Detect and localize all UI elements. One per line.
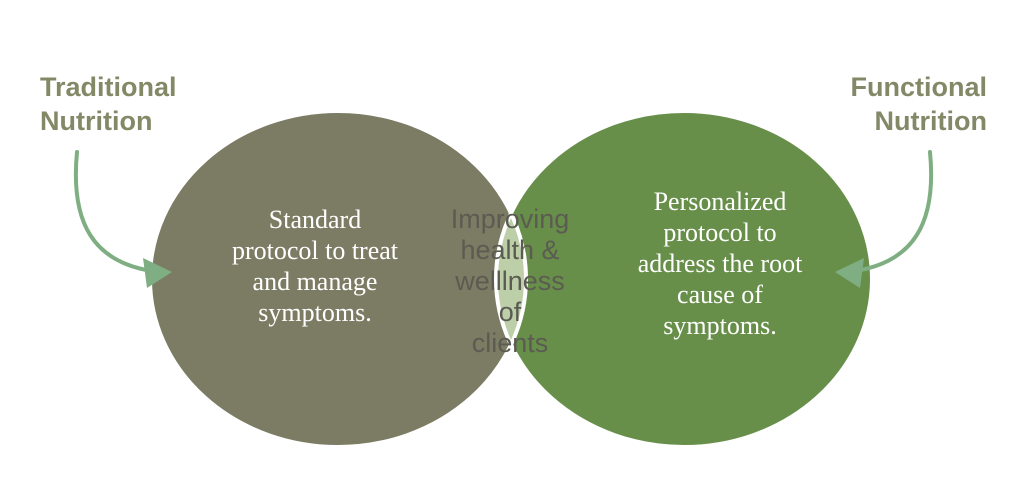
functional-desc-line-1: Personalized [653, 187, 787, 216]
traditional-circle [150, 111, 526, 447]
overlap-line-3: welllness [455, 266, 565, 296]
traditional-desc-line-4: symptoms. [258, 298, 372, 327]
traditional-description: Standard protocol to treat and manage sy… [200, 204, 430, 328]
functional-description: Personalized protocol to address the roo… [605, 186, 835, 341]
functional-desc-line-4: cause of [677, 280, 763, 309]
overlap-line-2: health & [460, 235, 560, 265]
functional-desc-line-3: address the root [637, 249, 803, 278]
functional-circle [496, 111, 872, 447]
functional-desc-line-5: symptoms. [663, 311, 777, 340]
left-arrow-shaft [73, 150, 154, 273]
functional-desc-line-2: protocol to [663, 218, 777, 247]
traditional-desc-line-2: protocol to treat [231, 236, 399, 265]
traditional-label-line-2: Nutrition [40, 106, 153, 136]
functional-label-line-2: Nutrition [874, 106, 987, 136]
traditional-desc-line-1: Standard [268, 205, 362, 234]
overlap-line-5: clients [471, 328, 549, 358]
overlap-description: Improving health & welllness of clients [425, 204, 595, 359]
functional-label-line-1: Functional [850, 72, 988, 102]
traditional-label-line-1: Traditional [40, 72, 177, 102]
overlap-line-1: Improving [450, 204, 570, 234]
right-arrow-shaft [853, 150, 934, 273]
functional-nutrition-label: Functional Nutrition [851, 70, 988, 138]
right-arrow-head [835, 258, 864, 288]
left-arrow-head [143, 258, 172, 288]
traditional-desc-line-3: and manage [252, 267, 378, 296]
overlap-line-4: of [498, 297, 522, 327]
functional-outline [494, 109, 874, 449]
traditional-nutrition-label: Traditional Nutrition [40, 70, 177, 138]
